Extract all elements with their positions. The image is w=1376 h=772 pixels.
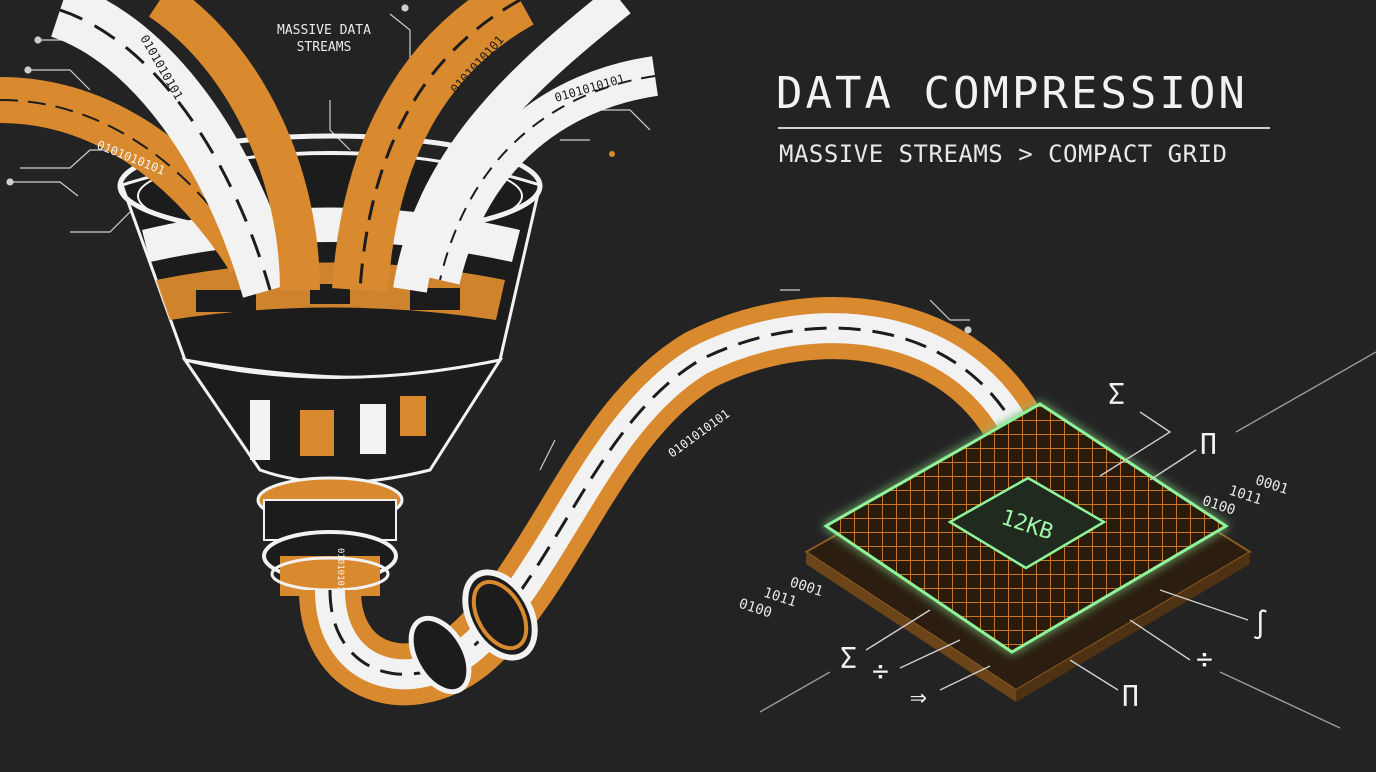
funnel-label-line-2: STREAMS: [296, 40, 352, 55]
page-title: DATA COMPRESSION: [776, 68, 1248, 119]
math-symbols: Σ Π ∫ ÷ Π Σ ÷ ⇒: [840, 378, 1269, 713]
funnel-label-line-1: MASSIVE DATA: [277, 23, 371, 38]
integral-symbol: ∫: [1252, 608, 1269, 641]
compact-grid-chip: 12KB: [804, 402, 1252, 702]
sigma-symbol-bottom: Σ: [840, 642, 857, 675]
divide-symbol-right: ÷: [1196, 642, 1213, 675]
pointer-lines: [759, 351, 1376, 729]
pi-symbol-bottom: Π: [1122, 680, 1139, 713]
page-subtitle: MASSIVE STREAMS > COMPACT GRID: [779, 140, 1228, 168]
implies-symbol: ⇒: [910, 680, 927, 713]
incoming-streams: [0, 0, 659, 298]
title-divider: [778, 127, 1270, 129]
binary-block-left: 0001 1011 0100: [737, 575, 825, 622]
pi-symbol-right: Π: [1200, 428, 1217, 461]
stream-binary-7: 0101010101: [335, 548, 345, 602]
outgoing-stream: [299, 297, 1060, 706]
sigma-symbol-top: Σ: [1108, 378, 1125, 411]
divide-symbol-left: ÷: [872, 654, 889, 687]
funnel-label: MASSIVE DATA STREAMS: [262, 22, 386, 56]
